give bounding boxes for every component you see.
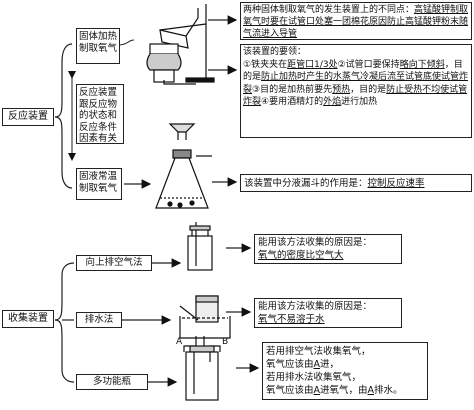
root-label-text: 反应装置	[8, 111, 48, 122]
mf-l4b: A	[313, 385, 321, 396]
method-water: 排水法	[76, 312, 122, 328]
note2-item-pre: 目的是	[359, 84, 387, 95]
mf-line4: 氧气应该由A进氧气，由A排水。	[266, 384, 424, 397]
solid-heating-label: 固体加热制取氧气	[76, 28, 120, 64]
note2-item-fill: 略向下倾斜	[399, 59, 445, 70]
mf-l2c: 进，	[320, 359, 340, 370]
note2-item-pre: 目的是加热前要先	[260, 84, 333, 95]
gen1-text: 固体加热制取氧气	[79, 31, 118, 54]
note2-item-fill: 距管口1/3处	[287, 59, 338, 70]
note2-item-pre: 目的是	[243, 59, 463, 83]
note1-answer: 高锰酸钾制取氧气时要在试管口处塞一团棉花原因防止高锰酸钾粉末随气流进入导管	[243, 5, 469, 39]
mf-l2b: A	[313, 359, 321, 370]
method-name: 多功能瓶	[92, 376, 131, 387]
reason-text: 氧气不易溶于水	[258, 313, 325, 325]
reason-text: 氧气的密度比空气大	[258, 249, 344, 261]
factor-text: 反应装置跟反应物的状态和反应条件因素有关	[79, 87, 118, 144]
factor-note: 反应装置跟反应物的状态和反应条件因素有关	[76, 84, 124, 144]
port-b-label: B	[222, 337, 229, 347]
mf-l4d: A	[367, 385, 375, 396]
mf-l4c: 进氧气，由	[320, 385, 368, 396]
reason-upward-air: 能用该方法收集的原因是： 氧气的密度比空气大	[254, 234, 402, 264]
note3-prefix: 该装置中分液漏斗的作用是：	[244, 178, 368, 189]
mf-line2: 氧气应该由A进，	[266, 358, 424, 371]
difference-note: 两种固体制取氧气的发生装置上的不同点：高锰酸钾制取氧气时要在试管口处塞一团棉花原…	[240, 2, 472, 40]
method-name: 向上排空气法	[85, 257, 143, 268]
note2-head: 该装置的要领：	[243, 47, 307, 57]
note2-item-num: ①	[243, 59, 252, 70]
note2-item-pre: 铁夹夹在	[251, 59, 288, 70]
reason-prefix: 能用该方法收集的原因是：	[258, 301, 373, 312]
mf-l4a: 氧气应该由	[266, 385, 314, 396]
funnel-note: 该装置中分液漏斗的作用是：控制反应速率	[240, 174, 472, 192]
water-displacement-icon	[179, 295, 231, 339]
note2-item-fill: 防止受热不均使试管炸裂	[243, 84, 468, 108]
mf-line3: 若用排水法收集氧气，	[266, 372, 362, 383]
method-name: 排水法	[84, 314, 114, 325]
heating-apparatus-icon	[146, 4, 215, 85]
gen2-text: 固液常温制取氧气	[79, 171, 118, 194]
multifunction-note: 若用排空气法收集氧气， 氧气应该由A进， 若用排水法收集氧气， 氧气应该由A进氧…	[262, 342, 428, 400]
note2-item-num: ④	[261, 97, 270, 107]
mf-line1: 若用排空气法收集氧气，	[266, 346, 371, 357]
reaction-apparatus-label: 反应装置	[2, 108, 54, 126]
method-upward-air: 向上排空气法	[76, 255, 152, 271]
note1-prefix: 两种固体制取氧气的发生装置上的不同点：	[243, 5, 415, 15]
mf-l2a: 氧气应该由	[266, 359, 314, 370]
note2-item-fill: 预热	[332, 84, 351, 95]
mf-l4e: 排水。	[374, 385, 403, 396]
multifunction-bottle-icon	[183, 336, 221, 401]
conical-flask-icon	[155, 123, 212, 209]
port-a-label: A	[176, 337, 183, 347]
reason-water: 能用该方法收集的原因是： 氧气不易溶于水	[254, 298, 402, 328]
method-multifunction: 多功能瓶	[76, 374, 148, 390]
note2-item-fill: 外焰	[323, 97, 342, 107]
note2-item-pre: 要用酒精灯的	[269, 97, 324, 107]
note3-answer: 控制反应速率	[367, 178, 425, 189]
note2-tail: 进行加热	[341, 97, 378, 107]
collection-apparatus-label: 收集装置	[2, 310, 54, 328]
gas-bottle-upward-icon	[187, 222, 213, 271]
note2-item-num: ③	[252, 84, 261, 95]
solid-liquid-label: 固液常温制取氧气	[76, 168, 122, 200]
brace-lower	[54, 116, 73, 189]
brace-upper	[54, 43, 73, 118]
note2-item-fill: 防止加热时产生的水蒸气冷凝后流至试管底使试管炸裂	[243, 72, 469, 95]
reason-prefix: 能用该方法收集的原因是：	[258, 237, 373, 248]
key-points-note: 该装置的要领： ①铁夹夹在距管口1/3处②试管口要保持略向下倾斜，目的是防止加热…	[240, 44, 472, 138]
collect-label-text: 收集装置	[8, 313, 48, 324]
note2-item-pre: 试管口要保持	[345, 59, 400, 70]
note2-item-num: ②	[337, 59, 346, 70]
